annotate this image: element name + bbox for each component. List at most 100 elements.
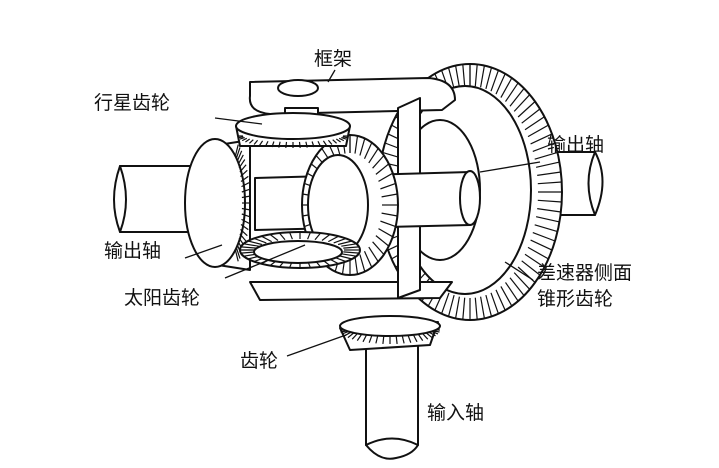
gear-tooth xyxy=(239,164,247,173)
gear-tooth xyxy=(505,282,519,302)
gear-tooth xyxy=(241,213,250,218)
gear-tooth xyxy=(322,140,328,146)
gear-tooth xyxy=(240,175,249,182)
gear-tooth xyxy=(480,296,485,319)
gear-tooth xyxy=(342,136,348,139)
gear-tooth xyxy=(480,65,485,88)
gear-tooth xyxy=(500,77,513,98)
gear-tooth xyxy=(524,253,545,268)
gear-tooth xyxy=(261,235,272,243)
gear-tooth xyxy=(474,297,478,320)
gear-tooth xyxy=(513,272,531,290)
label-diff-side-bevel-gear-1: 差速器侧面 xyxy=(537,262,633,284)
gear-tooth xyxy=(321,233,331,241)
gear-tooth xyxy=(505,82,519,102)
gear-tooth xyxy=(241,137,248,142)
gear-tooth xyxy=(532,232,556,242)
gear-tooth xyxy=(359,138,366,156)
gear-tooth xyxy=(241,188,250,193)
gear-tooth xyxy=(234,249,239,262)
gear-tooth xyxy=(535,216,560,223)
gear-tooth xyxy=(530,133,553,145)
gear-tooth xyxy=(372,241,385,255)
gear-tooth xyxy=(509,88,525,107)
gear-tooth xyxy=(253,237,267,244)
gear-tooth xyxy=(236,150,243,162)
gear-tooth xyxy=(278,141,281,148)
gear-tooth xyxy=(455,65,460,88)
gear-tooth xyxy=(485,67,493,90)
gear-tooth xyxy=(485,294,493,317)
input-shaft xyxy=(365,334,419,460)
gear-tooth xyxy=(532,142,556,152)
gear-tooth xyxy=(240,169,248,178)
gear-tooth xyxy=(258,140,264,146)
gear-tooth xyxy=(517,101,536,118)
gear-tooth xyxy=(495,73,506,95)
gear-tooth xyxy=(521,108,541,124)
gear-tooth xyxy=(341,137,347,140)
gear-tooth xyxy=(462,64,466,87)
leader-lines xyxy=(184,69,541,357)
gear-tooth xyxy=(343,246,360,249)
gear-tooth xyxy=(307,232,311,240)
gear-tooth xyxy=(240,246,257,249)
gear-tooth xyxy=(247,240,263,246)
leader-pinion xyxy=(286,334,347,357)
gear-tooth xyxy=(338,137,345,142)
gear-tooth xyxy=(314,232,321,241)
gear-tooth xyxy=(241,182,250,188)
gear-tooth xyxy=(537,208,561,213)
sun-gear-left xyxy=(184,138,251,271)
gear-tooth xyxy=(363,142,373,159)
gear-tooth xyxy=(269,233,279,241)
pinion-gear xyxy=(339,315,441,351)
gear-tooth xyxy=(235,147,241,159)
gear-tooth xyxy=(534,151,558,160)
gear-tooth xyxy=(537,199,562,203)
gear-tooth xyxy=(474,64,478,87)
gear-tooth xyxy=(298,141,301,148)
gear-tooth xyxy=(327,139,333,145)
gear-tooth xyxy=(381,212,398,217)
gear-tooth xyxy=(239,137,245,140)
gear-tooth xyxy=(354,135,359,154)
gear-tooth xyxy=(328,235,339,243)
gear-tooth xyxy=(241,195,251,199)
gear-tooth xyxy=(305,141,308,148)
gear-tooth xyxy=(378,172,394,182)
label-output-shaft-right: 输出轴 xyxy=(547,134,605,156)
gear-tooth xyxy=(354,256,359,275)
gear-tooth xyxy=(490,70,499,92)
gear-tooth xyxy=(527,124,549,138)
gear-tooth xyxy=(381,193,398,198)
label-pinion-gear: 齿轮 xyxy=(240,350,279,372)
gear-tooth xyxy=(441,292,450,314)
gear-tooth xyxy=(455,296,460,319)
leader-frame xyxy=(327,69,336,83)
gear-tooth xyxy=(237,154,244,165)
label-diff-side-bevel-gear-2: 锥形齿轮 xyxy=(537,288,614,310)
gear-tooth xyxy=(490,292,499,314)
leader-side-bevel xyxy=(504,261,534,281)
gear-tooth xyxy=(238,159,246,169)
gear-tooth xyxy=(363,251,373,268)
gear-tooth xyxy=(372,155,385,169)
planet-gear-top xyxy=(235,112,351,148)
gear-tooth xyxy=(500,286,513,307)
gear-tooth xyxy=(537,171,561,176)
sun-gear-right xyxy=(301,134,399,276)
gear-tooth xyxy=(375,163,390,175)
label-input-shaft: 输入轴 xyxy=(427,402,485,424)
gear-tooth xyxy=(335,138,341,143)
gear-tooth xyxy=(341,253,357,257)
gear-tooth xyxy=(343,251,360,254)
gear-tooth xyxy=(253,139,259,145)
leader-output-right xyxy=(479,161,541,173)
leader-planet-gear xyxy=(214,117,263,125)
gear-tooth xyxy=(317,140,322,147)
leader-output-left xyxy=(184,244,223,259)
label-frame: 框架 xyxy=(314,48,353,70)
gear-tooth xyxy=(234,144,239,157)
frame-carrier xyxy=(248,77,456,301)
